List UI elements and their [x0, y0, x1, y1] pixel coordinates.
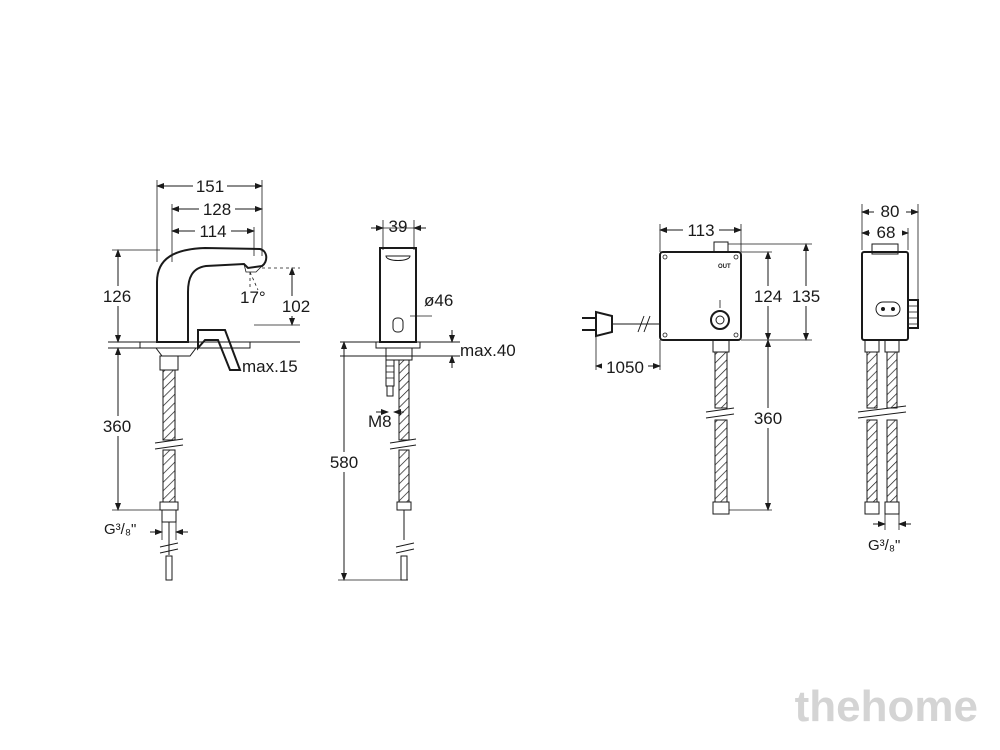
watermark-logo: thehome	[794, 682, 978, 731]
dim-124: 124	[754, 287, 782, 306]
dim-dia46: ø46	[424, 291, 453, 310]
dim-m8: M8	[368, 412, 392, 431]
dim-360-faucet: 360	[103, 417, 131, 436]
label-out: OUT	[718, 264, 731, 270]
dim-580: 580	[330, 453, 358, 472]
dim-max15: max.15	[242, 357, 298, 376]
control-box-side-view: 80 68 G³/₈"	[857, 202, 919, 554]
faucet-side-view: 151 128 114 126 360 102 17°	[96, 176, 316, 581]
dim-126: 126	[103, 287, 131, 306]
dim-max40: max.40	[460, 341, 516, 360]
dim-102: 102	[282, 297, 310, 316]
dim-135: 135	[792, 287, 820, 306]
thread-g38-box: G³/₈"	[868, 537, 900, 554]
angle-17: 17°	[240, 288, 266, 307]
dim-39: 39	[389, 217, 408, 236]
faucet-front-view: 39 ø46 max.40 M8 580	[322, 217, 516, 581]
dim-114: 114	[199, 222, 226, 241]
dim-128: 128	[203, 200, 231, 219]
dim-80: 80	[881, 202, 900, 221]
dim-113: 113	[687, 221, 714, 240]
dim-1050: 1050	[606, 358, 644, 377]
dim-360-box: 360	[754, 409, 782, 428]
thread-g38-faucet: G³/₈"	[104, 521, 136, 538]
control-box-front-view: 113 OUT 124 135 1050	[582, 220, 826, 515]
dim-68: 68	[877, 223, 896, 242]
dim-151: 151	[196, 177, 224, 196]
